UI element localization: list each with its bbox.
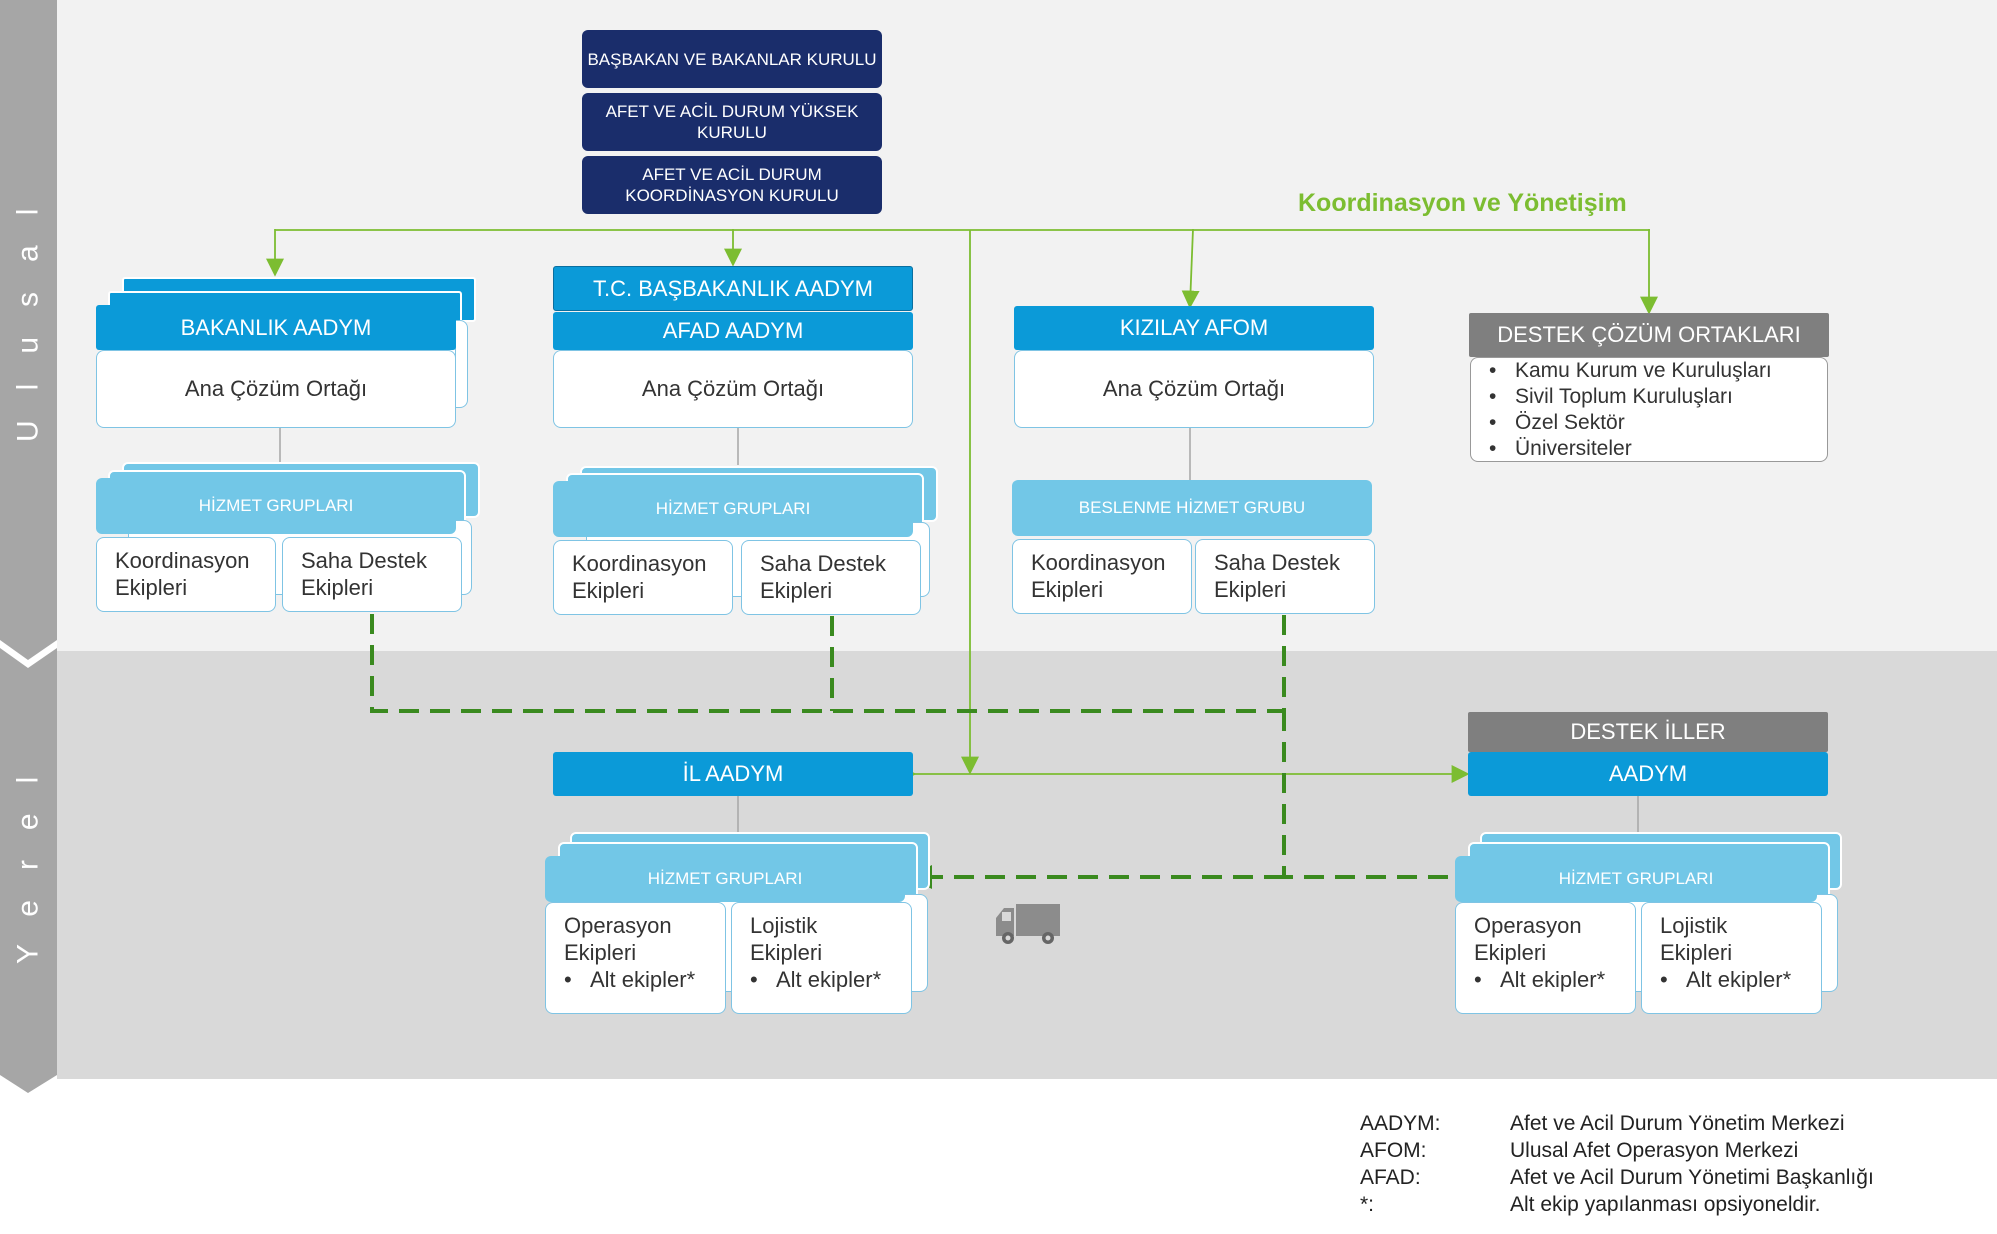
support-team-operation: Operasyon Ekipleri Alt ekipler* bbox=[1455, 902, 1636, 1014]
kizilay-nutrition-group: BESLENME HİZMET GRUBU bbox=[1012, 480, 1372, 536]
bakanlik-header: BAKANLIK AADYM bbox=[96, 305, 456, 350]
team-line: Lojistik bbox=[750, 913, 818, 938]
kizilay-team-field: Saha Destek Ekipleri bbox=[1195, 539, 1375, 614]
support-partners-list: Kamu Kurum ve Kuruluşları Sivil Toplum K… bbox=[1470, 357, 1828, 462]
team-line: Saha Destek bbox=[760, 551, 886, 576]
team-line: Koordinasyon bbox=[572, 551, 707, 576]
sub-team-item: Alt ekipler* bbox=[1682, 966, 1821, 993]
legend-abbr: AFOM: bbox=[1360, 1139, 1427, 1162]
afad-header: AFAD AADYM bbox=[553, 312, 913, 350]
coordination-council-box: AFET VE ACİL DURUM KOORDİNASYON KURULU bbox=[582, 156, 882, 214]
afad-body: Ana Çözüm Ortağı bbox=[553, 350, 913, 428]
afad-team-field: Saha Destek Ekipleri bbox=[741, 540, 921, 615]
team-line: Ekipleri bbox=[760, 578, 833, 603]
team-line: Ekipleri bbox=[572, 578, 645, 603]
legend-row: AFAD: Afet ve Acil Durum Yönetimi Başkan… bbox=[1360, 1164, 1980, 1191]
support-provinces-aadym: AADYM bbox=[1468, 752, 1828, 796]
team-line: Ekipleri bbox=[750, 940, 823, 965]
legend: AADYM: Afet ve Acil Durum Yönetim Merkez… bbox=[1360, 1110, 1980, 1218]
team-line: Saha Destek bbox=[301, 548, 427, 573]
bakanlik-body: Ana Çözüm Ortağı bbox=[96, 350, 456, 428]
afad-top-header: T.C. BAŞBAKANLIK AADYM bbox=[553, 266, 913, 311]
legend-desc: Ulusal Afet Operasyon Merkezi bbox=[1510, 1139, 1799, 1162]
il-team-logistics: Lojistik Ekipleri Alt ekipler* bbox=[731, 902, 912, 1014]
team-line: Ekipleri bbox=[1031, 577, 1104, 602]
kizilay-header: KIZILAY AFOM bbox=[1014, 306, 1374, 350]
team-line: Lojistik bbox=[1660, 913, 1728, 938]
legend-row: AFOM: Ulusal Afet Operasyon Merkezi bbox=[1360, 1137, 1980, 1164]
team-line: Ekipleri bbox=[564, 940, 637, 965]
bakanlik-team-coordination: Koordinasyon Ekipleri bbox=[96, 537, 276, 612]
coordination-label: Koordinasyon ve Yönetişim bbox=[1298, 189, 1627, 217]
truck-icon bbox=[996, 904, 1060, 944]
support-partner-item: Kamu Kurum ve Kuruluşları bbox=[1511, 358, 1827, 384]
support-partner-item: Özel Sektör bbox=[1511, 410, 1827, 436]
legend-row: *: Alt ekip yapılanması opsiyoneldir. bbox=[1360, 1191, 1980, 1218]
sub-team-item: Alt ekipler* bbox=[1496, 966, 1635, 993]
sub-team-item: Alt ekipler* bbox=[772, 966, 911, 993]
kizilay-body: Ana Çözüm Ortağı bbox=[1014, 350, 1374, 428]
team-line: Saha Destek bbox=[1214, 550, 1340, 575]
prime-ministry-box: BAŞBAKAN VE BAKANLAR KURULU bbox=[582, 30, 882, 88]
legend-desc: Alt ekip yapılanması opsiyoneldir. bbox=[1510, 1193, 1821, 1216]
team-line: Ekipleri bbox=[301, 575, 374, 600]
legend-row: AADYM: Afet ve Acil Durum Yönetim Merkez… bbox=[1360, 1110, 1980, 1137]
afad-team-coordination: Koordinasyon Ekipleri bbox=[553, 540, 733, 615]
legend-desc: Afet ve Acil Durum Yönetimi Başkanlığı bbox=[1510, 1166, 1874, 1189]
team-line: Operasyon bbox=[1474, 913, 1582, 938]
team-line: Ekipleri bbox=[1474, 940, 1547, 965]
support-provinces-service-groups: HİZMET GRUPLARI bbox=[1455, 856, 1817, 902]
legend-abbr: *: bbox=[1360, 1193, 1375, 1216]
support-partner-item: Sivil Toplum Kuruluşları bbox=[1511, 384, 1827, 410]
level-arrows bbox=[0, 0, 57, 1093]
team-line: Koordinasyon bbox=[1031, 550, 1166, 575]
il-service-groups: HİZMET GRUPLARI bbox=[545, 856, 905, 902]
support-provinces-header: DESTEK İLLER bbox=[1468, 712, 1828, 752]
legend-abbr: AADYM: bbox=[1360, 1112, 1441, 1135]
bakanlik-service-groups: HİZMET GRUPLARI bbox=[96, 478, 456, 534]
team-line: Ekipleri bbox=[1214, 577, 1287, 602]
team-line: Koordinasyon bbox=[115, 548, 250, 573]
support-partners-header: DESTEK ÇÖZÜM ORTAKLARI bbox=[1469, 313, 1829, 357]
team-line: Operasyon bbox=[564, 913, 672, 938]
afad-service-groups: HİZMET GRUPLARI bbox=[553, 481, 913, 537]
team-line: Ekipleri bbox=[115, 575, 188, 600]
il-team-operation: Operasyon Ekipleri Alt ekipler* bbox=[545, 902, 726, 1014]
sub-team-item: Alt ekipler* bbox=[586, 966, 725, 993]
kizilay-team-coordination: Koordinasyon Ekipleri bbox=[1012, 539, 1192, 614]
high-council-box: AFET VE ACİL DURUM YÜKSEK KURULU bbox=[582, 93, 882, 151]
team-line: Ekipleri bbox=[1660, 940, 1733, 965]
support-partner-item: Üniversiteler bbox=[1511, 436, 1827, 462]
legend-abbr: AFAD: bbox=[1360, 1166, 1421, 1189]
il-header: İL AADYM bbox=[553, 752, 913, 796]
legend-desc: Afet ve Acil Durum Yönetim Merkezi bbox=[1510, 1112, 1845, 1135]
bakanlik-team-field: Saha Destek Ekipleri bbox=[282, 537, 462, 612]
support-team-logistics: Lojistik Ekipleri Alt ekipler* bbox=[1641, 902, 1822, 1014]
